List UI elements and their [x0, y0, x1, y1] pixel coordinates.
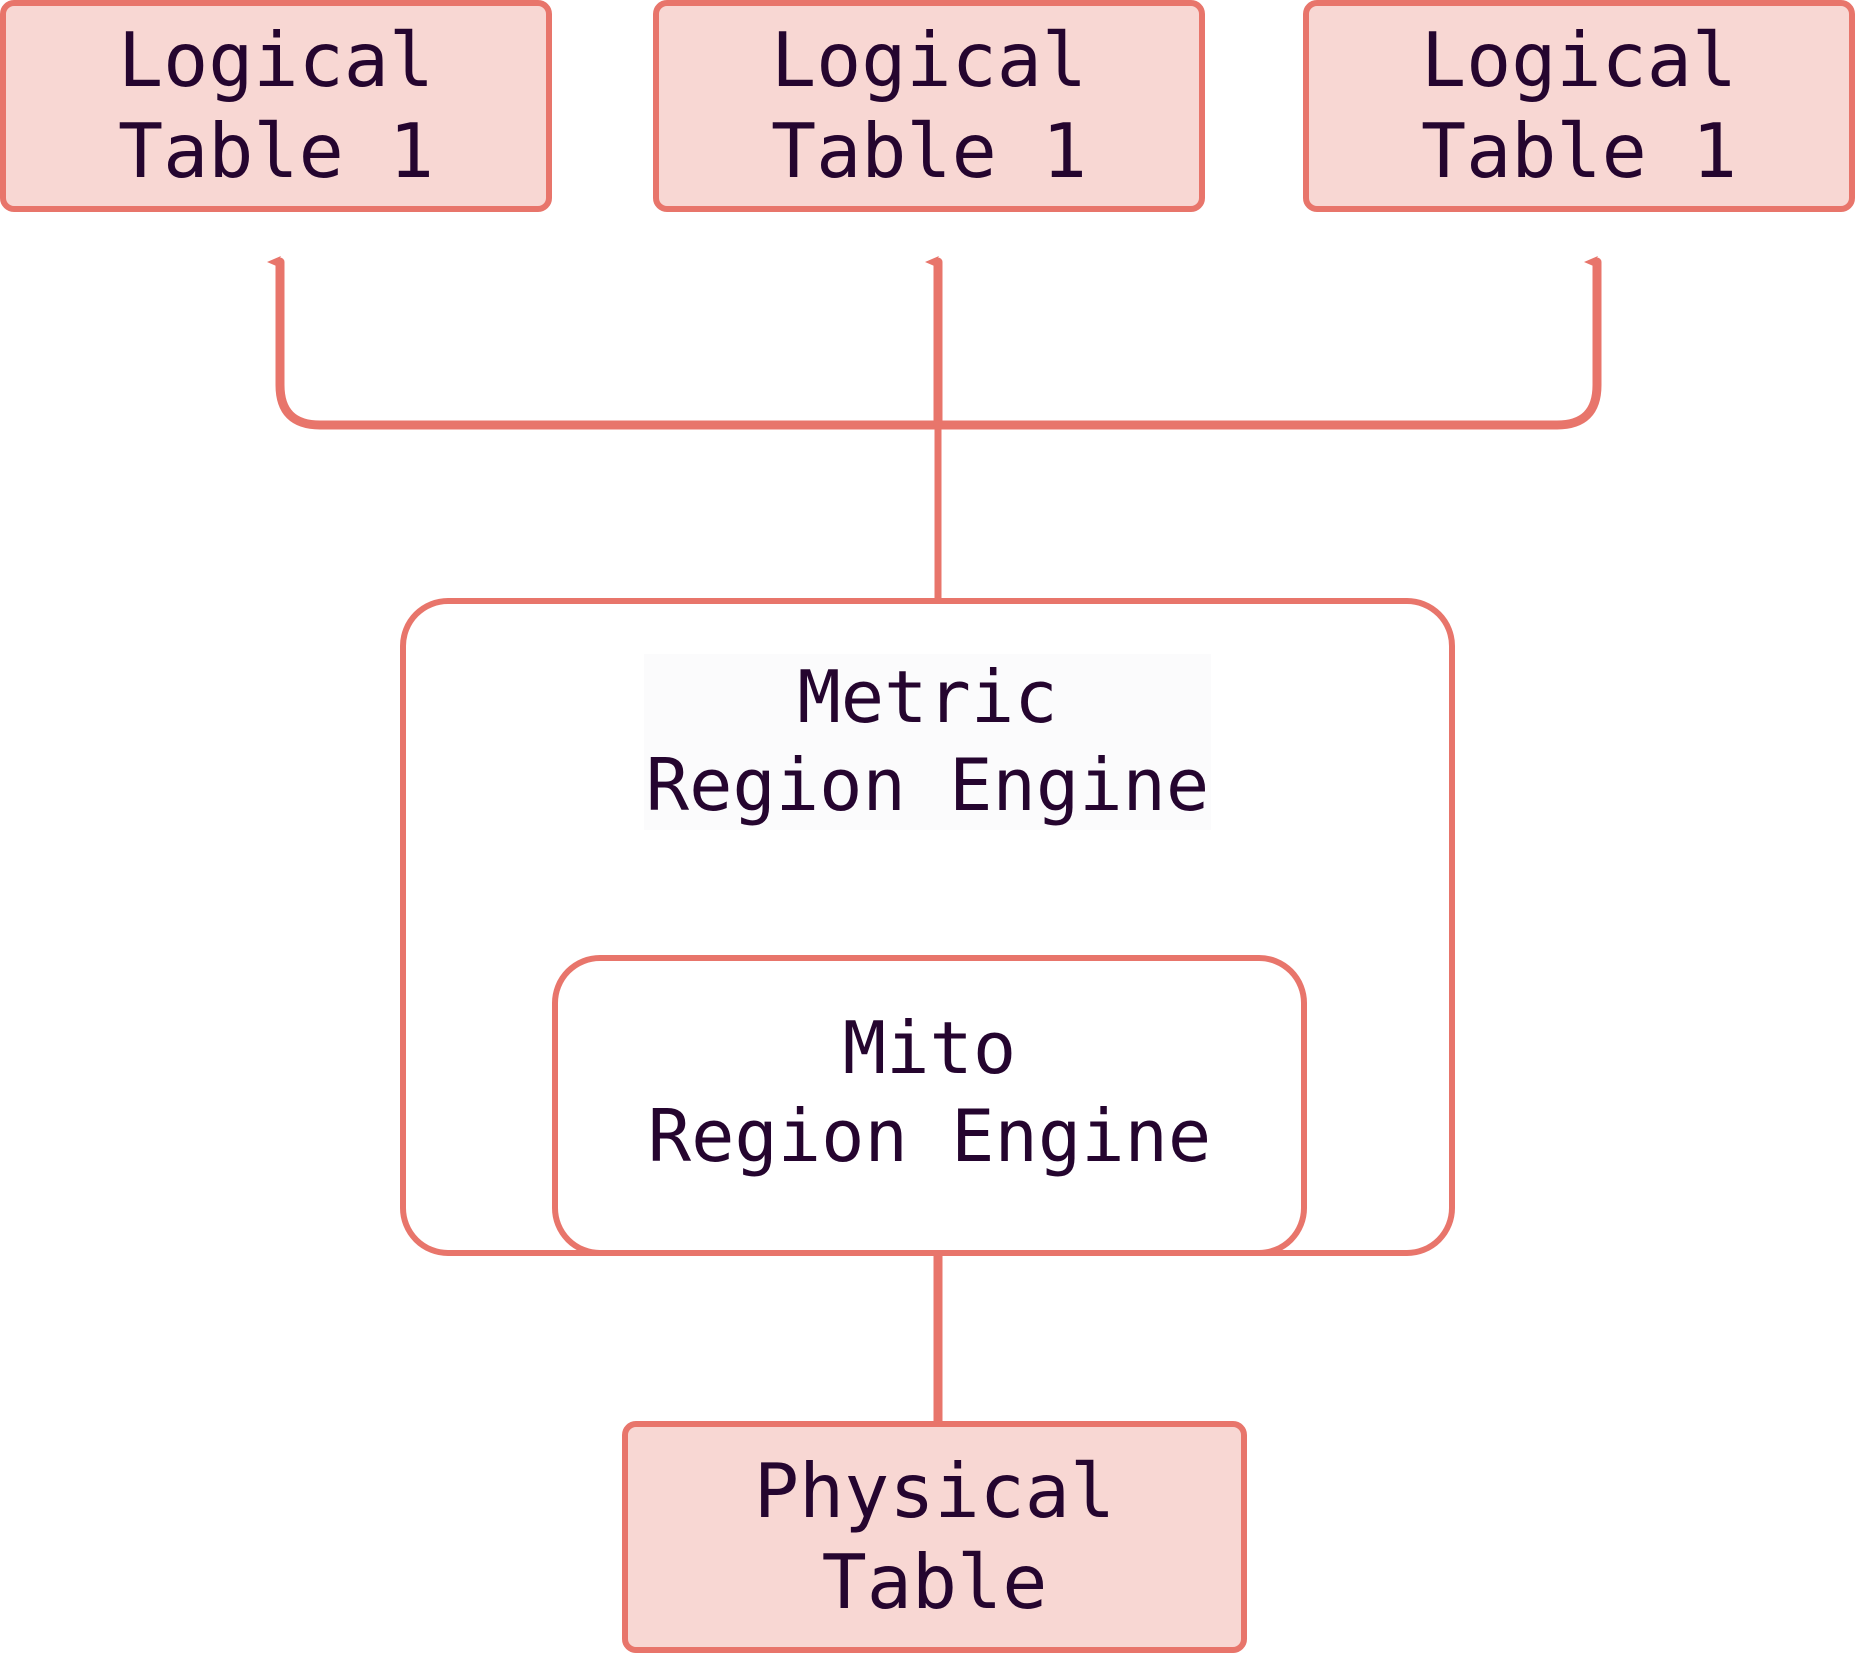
edge-metric-to-logical-table-3 [933, 256, 1602, 430]
edge-metric-to-logical-table-1 [267, 256, 943, 430]
